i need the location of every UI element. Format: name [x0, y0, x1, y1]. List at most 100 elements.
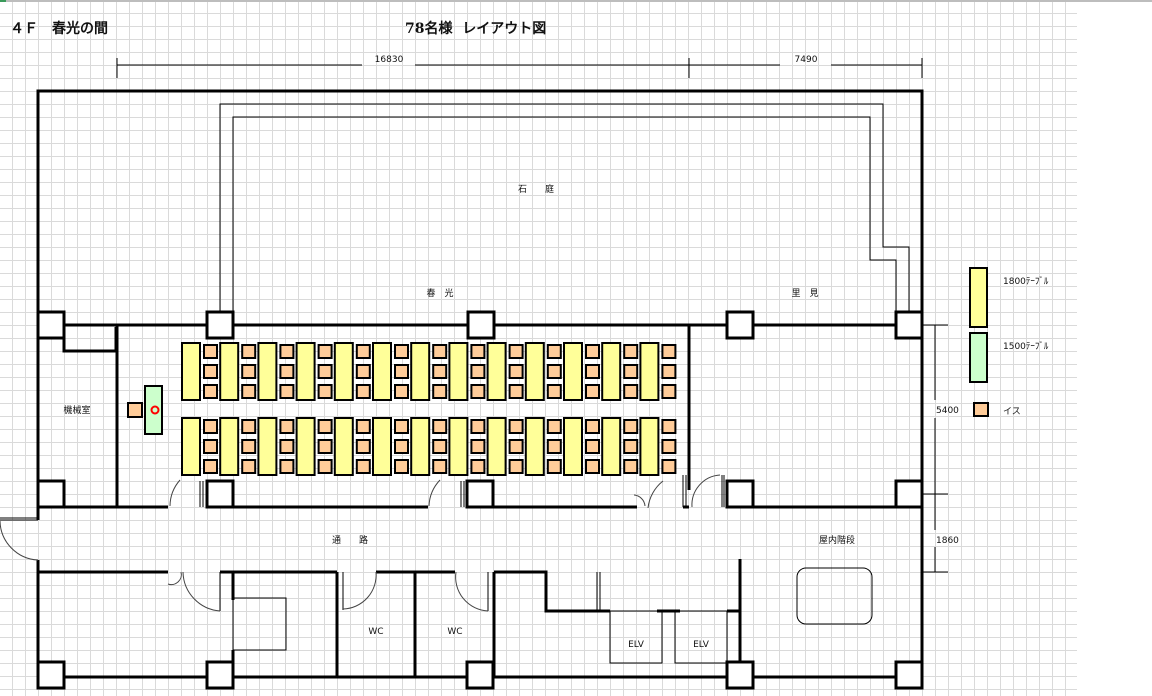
- table-1800: [524, 417, 545, 476]
- columns: [36, 310, 924, 690]
- chair: [394, 419, 409, 434]
- table-1800: [639, 417, 660, 476]
- chair: [432, 384, 448, 399]
- chair: [470, 344, 486, 359]
- chair: [508, 439, 524, 454]
- table-1800: [333, 417, 354, 476]
- chair: [203, 364, 218, 379]
- elevator-1: [609, 610, 663, 664]
- chair: [394, 344, 409, 359]
- chair: [508, 384, 524, 399]
- chair: [241, 384, 257, 399]
- chair: [279, 364, 295, 379]
- chair: [661, 459, 677, 474]
- table-1800: [410, 342, 431, 401]
- chair: [585, 344, 600, 359]
- chair: [317, 439, 333, 454]
- chair: [661, 364, 677, 379]
- sheet-top-border: [0, 0, 1152, 2]
- chair: [546, 419, 562, 434]
- chair: [470, 439, 486, 454]
- table-1800: [219, 342, 240, 401]
- table-1800: [524, 342, 545, 401]
- table-1800: [295, 342, 316, 401]
- floor-title: ４Ｆ 春光の間: [10, 21, 108, 37]
- chair: [585, 439, 600, 454]
- elevator-2: [674, 610, 728, 664]
- chair: [432, 344, 448, 359]
- legend-swatch-1800: [969, 267, 988, 328]
- chair: [470, 459, 486, 474]
- chair: [432, 419, 448, 434]
- chair: [661, 419, 677, 434]
- label-indoor-stairs: 屋内階段: [819, 534, 855, 546]
- chair: [241, 344, 257, 359]
- chair: [623, 419, 639, 434]
- table-1800: [486, 417, 507, 476]
- chair: [279, 344, 295, 359]
- table-1800: [333, 342, 354, 401]
- table-1800: [563, 342, 583, 401]
- chair: [317, 459, 333, 474]
- chair: [623, 459, 639, 474]
- chair: [394, 364, 409, 379]
- legend-label-chair: イス: [1003, 407, 1021, 417]
- dim-7490: 7490: [795, 55, 818, 65]
- chair: [623, 344, 639, 359]
- chair: [394, 384, 409, 399]
- chair: [585, 384, 600, 399]
- table-1800: [372, 417, 392, 476]
- chair: [661, 439, 677, 454]
- chair: [661, 344, 677, 359]
- chair: [508, 344, 524, 359]
- chair: [470, 419, 486, 434]
- table-1800: [372, 342, 392, 401]
- stone-garden-outline: [219, 103, 910, 312]
- table-1800: [181, 342, 201, 401]
- label-wc-2: WC: [447, 627, 462, 637]
- chair: [279, 384, 295, 399]
- chair: [355, 439, 371, 454]
- chair: [432, 364, 448, 379]
- chair: [317, 419, 333, 434]
- dimension-width: 16830 7490: [116, 55, 923, 78]
- chair: [241, 459, 257, 474]
- table-1800: [181, 417, 201, 476]
- stairwell: [796, 567, 873, 625]
- label-elv-2: ELV: [693, 640, 710, 650]
- chair: [585, 364, 600, 379]
- podium-chair: [127, 402, 143, 418]
- chair: [317, 384, 333, 399]
- chair: [661, 384, 677, 399]
- table-1800: [639, 342, 660, 401]
- label-stone-garden: 石 庭: [518, 183, 554, 195]
- dimension-depth: 5400 1860: [922, 324, 959, 573]
- table-1800: [219, 417, 240, 476]
- chair: [585, 459, 600, 474]
- table-1800: [601, 342, 622, 401]
- interior-walls: [38, 323, 922, 679]
- chair: [623, 364, 639, 379]
- chair: [241, 364, 257, 379]
- legend-swatch-chair: [973, 402, 989, 417]
- chair: [546, 439, 562, 454]
- chair: [203, 439, 218, 454]
- label-machine-room: 機械室: [63, 404, 90, 416]
- chair: [355, 459, 371, 474]
- label-elv-1: ELV: [628, 640, 645, 650]
- chair: [546, 459, 562, 474]
- chair: [546, 364, 562, 379]
- chair: [203, 344, 218, 359]
- table-1800: [448, 417, 469, 476]
- chair: [623, 439, 639, 454]
- legend-swatch-1500: [969, 332, 988, 383]
- chair: [470, 384, 486, 399]
- label-shunko: 春 光: [426, 287, 453, 299]
- chair: [623, 384, 639, 399]
- layout-title: 78名様 レイアウト図: [405, 21, 547, 37]
- chair: [317, 364, 333, 379]
- chair: [508, 419, 524, 434]
- chair: [508, 459, 524, 474]
- table-1800: [257, 342, 278, 401]
